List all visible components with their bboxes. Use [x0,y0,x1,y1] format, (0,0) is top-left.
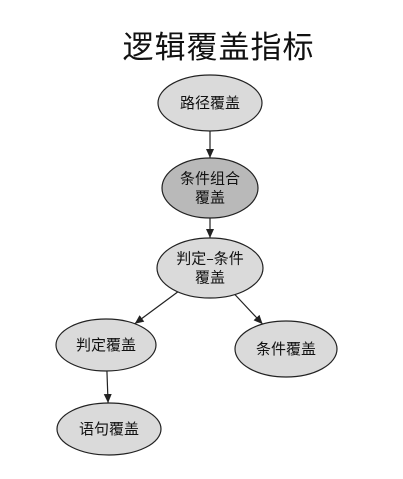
diagram-title: 逻辑覆盖指标 [122,30,315,66]
node-decision: 判定覆盖 [55,318,157,372]
edge-decision-condition-to-decision [134,291,179,325]
node-label: 判定–条件 [176,250,244,268]
node-label: 覆盖 [195,189,225,207]
node-ellipse [56,402,162,456]
node-label: 条件组合 [180,170,240,188]
edge-decision-to-statement [103,370,112,404]
nodes-layer: 路径覆盖条件组合覆盖判定–条件覆盖判定覆盖条件覆盖语句覆盖 [55,74,338,456]
edge-decision-condition-to-condition [234,294,264,325]
node-label: 覆盖 [195,269,225,287]
node-ellipse [161,157,259,219]
node-statement: 语句覆盖 [56,402,162,456]
node-decision-condition: 判定–条件覆盖 [156,237,264,299]
node-ellipse [234,320,338,378]
node-label: 条件覆盖 [256,340,316,358]
node-ellipse [156,237,264,299]
node-path: 路径覆盖 [157,74,263,132]
edges-layer [103,131,264,404]
node-condition: 条件覆盖 [234,320,338,378]
node-ellipse [157,74,263,132]
node-label: 路径覆盖 [180,94,240,112]
node-ellipse [55,318,157,372]
node-label: 判定覆盖 [76,336,136,354]
node-label: 语句覆盖 [79,420,139,438]
